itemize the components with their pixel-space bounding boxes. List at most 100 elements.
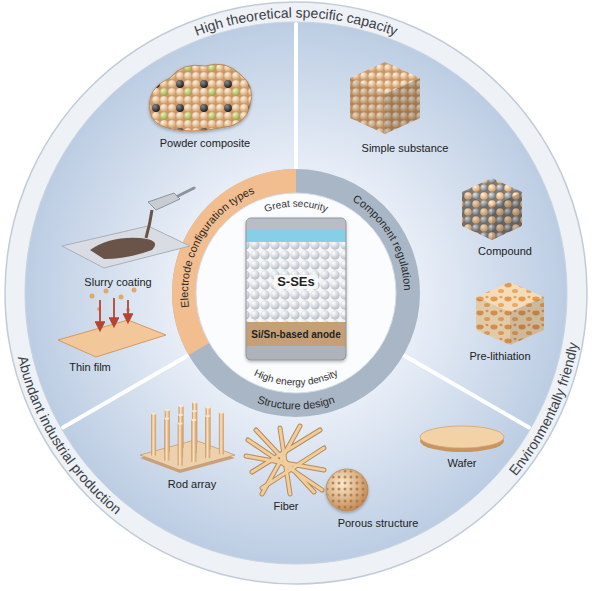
thin-film-picture [58,320,166,357]
slurry-coating-picture [90,238,155,259]
item-caption: Thin film [69,361,111,374]
rod-array-picture [178,424,183,466]
anode-layer: Si/Sn-based anode [246,322,346,348]
wafer-picture [420,426,504,448]
arc-label: High theoretical specific capacity [192,4,400,38]
arc-label: Structure design [256,393,336,411]
rod-array-picture [219,412,224,454]
rod-array-picture [151,412,156,414]
simple-substance-cube [350,78,385,134]
slurry-coating-picture [62,226,190,268]
compound-cube [462,192,492,240]
pre-lithiation-cube [510,297,544,345]
compound-cube [462,192,492,240]
rod-array-picture [192,401,197,403]
rod-array-picture [219,411,224,413]
porous-structure-picture [327,470,367,510]
outer-ring [5,2,587,584]
layer-label: S-SEs [274,275,318,290]
rod-array-picture [151,414,156,456]
item-caption: Porous structure [338,517,419,530]
battery-illustration [246,346,346,360]
thin-film-picture [119,295,124,300]
sector-dividers [63,24,529,428]
battery-illustration [246,218,346,360]
rod-array-picture [191,419,196,421]
slurry-coating-picture [146,210,152,238]
rod-array-picture [178,414,183,416]
battery-illustration [246,242,346,322]
simple-substance-cube [385,78,420,134]
slurry-coating-picture [178,188,194,196]
arc-label: Great security [263,198,330,214]
wafer-picture [420,426,504,452]
battery-illustration [246,322,346,348]
pre-lithiation-cube [510,297,544,345]
thin-film-picture [104,289,109,294]
slurry-coating-picture [62,188,194,268]
inner-ring [172,169,420,417]
item-caption: Simple substance [362,142,449,155]
item-caption: Powder composite [160,137,251,150]
arc-label-path: High energy density [253,367,340,387]
rod-array-picture [192,410,197,412]
arc-label: Abundant industrial production [15,354,125,517]
rod-array-picture [140,401,235,473]
compound-cube [492,192,522,240]
thin-film-picture [127,300,129,322]
item-caption: Slurry coating [84,276,151,289]
compound-cube [492,192,522,240]
item-caption: Rod array [168,478,216,491]
arc-label-path: High theoretical specific capacity [192,4,400,38]
arc-label: High energy density [253,367,340,387]
simple-substance-cube [350,78,385,134]
outer-ring [25,22,567,564]
pre-lithiation-cube [476,297,510,345]
porous-structure-picture [326,469,368,511]
item-caption: Pre-lithiation [469,350,530,363]
arc-label: Component regulation [351,192,414,291]
battery-illustration [246,242,346,322]
fiber-picture [246,426,324,494]
layer-label: Si/Sn-based anode [251,329,340,341]
inner-ring [172,169,420,417]
rod-array-picture [164,417,169,419]
thin-film-picture [99,300,101,330]
thin-film-picture [113,298,115,326]
arc-label-path: Abundant industrial production [15,354,125,517]
sector-dividers [403,355,529,428]
simple-substance-cube [385,78,420,134]
simple-substance-cube [350,62,420,134]
outer-ring [5,2,587,584]
rod-array-picture [206,406,211,408]
inner-ring [196,193,396,393]
slurry-coating-picture [148,193,180,210]
powder-composite-picture [149,64,251,131]
electrolyte-layer: S-SEs [246,242,346,322]
fiber-picture [246,426,324,494]
compound-cube [462,178,522,240]
item-caption: Compound [478,245,532,258]
pre-lithiation-cube [476,282,544,345]
rod-array-picture [178,422,183,424]
pre-lithiation-cube [476,297,510,345]
item-caption: Wafer [448,457,477,470]
arc-label-path: Great security [263,198,330,214]
thin-film-picture [58,288,166,358]
sector-dividers [294,24,298,169]
rod-array-picture [165,409,170,411]
porous-structure-picture [326,469,368,511]
thin-film-picture [132,288,137,293]
arc-label-path: Electrode configuration types [178,184,256,309]
thin-film-picture [90,294,95,299]
arc-label-path: Component regulation [351,192,414,291]
rod-array-picture [191,420,196,462]
arc-label: Electrode configuration types [178,184,256,309]
rod-array-picture [164,419,169,461]
item-caption: Fiber [273,500,298,513]
arc-label-path: Structure design [256,393,336,411]
rod-array-picture [179,405,184,407]
rod-array-picture [205,416,210,458]
fiber-picture [246,426,324,494]
